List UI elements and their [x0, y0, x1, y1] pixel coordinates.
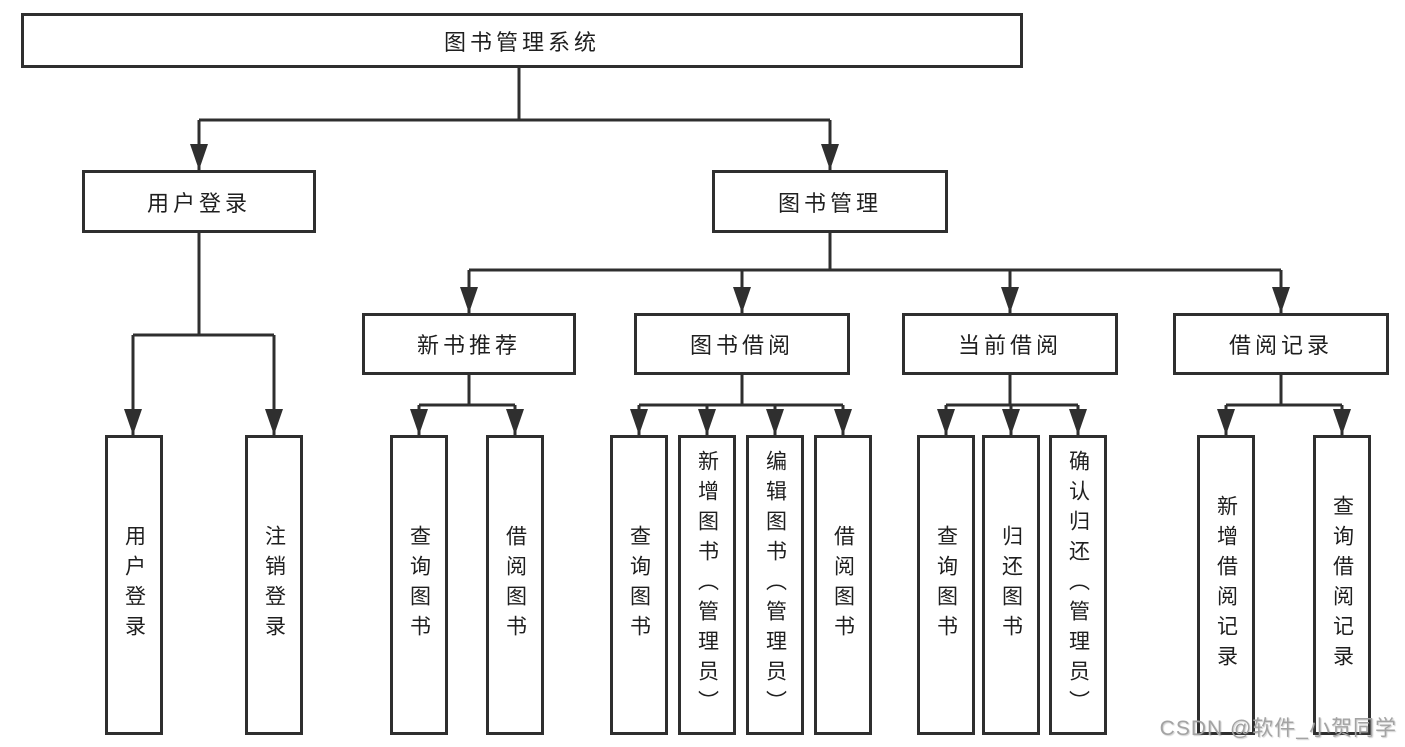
- leaf-logout: 注销登录: [245, 435, 303, 735]
- leaf-query-books-recommend: 查询图书: [390, 435, 448, 735]
- node-label: 归还图书: [999, 525, 1023, 645]
- node-label: 用户登录: [122, 525, 146, 645]
- node-label: 借阅记录: [1228, 333, 1333, 358]
- node-label: 当前借阅: [957, 333, 1062, 358]
- node-label: 查询图书: [934, 525, 958, 645]
- leaf-add-borrow-record: 新增借阅记录: [1197, 435, 1255, 735]
- leaf-add-books-admin: 新增图书（管理员）: [678, 435, 736, 735]
- node-label: 新增图书（管理员）: [695, 450, 719, 720]
- leaf-return-books: 归还图书: [982, 435, 1040, 735]
- node-label: 图书管理系统: [443, 29, 600, 55]
- node-user-login-module: 用户登录: [82, 170, 316, 233]
- node-label: 图书借阅: [689, 333, 794, 358]
- node-book-borrowing: 图书借阅: [634, 313, 850, 375]
- node-label: 确认归还（管理员）: [1066, 450, 1090, 720]
- node-book-management-module: 图书管理: [712, 170, 948, 233]
- node-label: 注销登录: [262, 525, 286, 645]
- node-label: 图书管理: [777, 190, 882, 216]
- leaf-query-books-current: 查询图书: [917, 435, 975, 735]
- leaf-borrow-books: 借阅图书: [814, 435, 872, 735]
- leaf-query-borrow-record: 查询借阅记录: [1313, 435, 1371, 735]
- node-label: 查询图书: [407, 525, 431, 645]
- node-library-management-system: 图书管理系统: [21, 13, 1023, 68]
- node-label: 查询借阅记录: [1330, 495, 1354, 675]
- node-new-book-recommendation: 新书推荐: [362, 313, 576, 375]
- leaf-borrow-books-recommend: 借阅图书: [486, 435, 544, 735]
- leaf-confirm-return-admin: 确认归还（管理员）: [1049, 435, 1107, 735]
- leaf-user-login: 用户登录: [105, 435, 163, 735]
- leaf-query-books-borrow: 查询图书: [610, 435, 668, 735]
- node-borrowing-records: 借阅记录: [1173, 313, 1389, 375]
- csdn-watermark: CSDN @软件_小贺同学: [1159, 717, 1397, 740]
- node-label: 新书推荐: [416, 333, 521, 358]
- node-current-borrowing: 当前借阅: [902, 313, 1118, 375]
- node-label: 查询图书: [627, 525, 651, 645]
- node-label: 用户登录: [146, 190, 251, 216]
- leaf-edit-books-admin: 编辑图书（管理员）: [746, 435, 804, 735]
- node-label: 借阅图书: [503, 525, 527, 645]
- node-label: 新增借阅记录: [1214, 495, 1238, 675]
- node-label: 借阅图书: [831, 525, 855, 645]
- node-label: 编辑图书（管理员）: [763, 450, 787, 720]
